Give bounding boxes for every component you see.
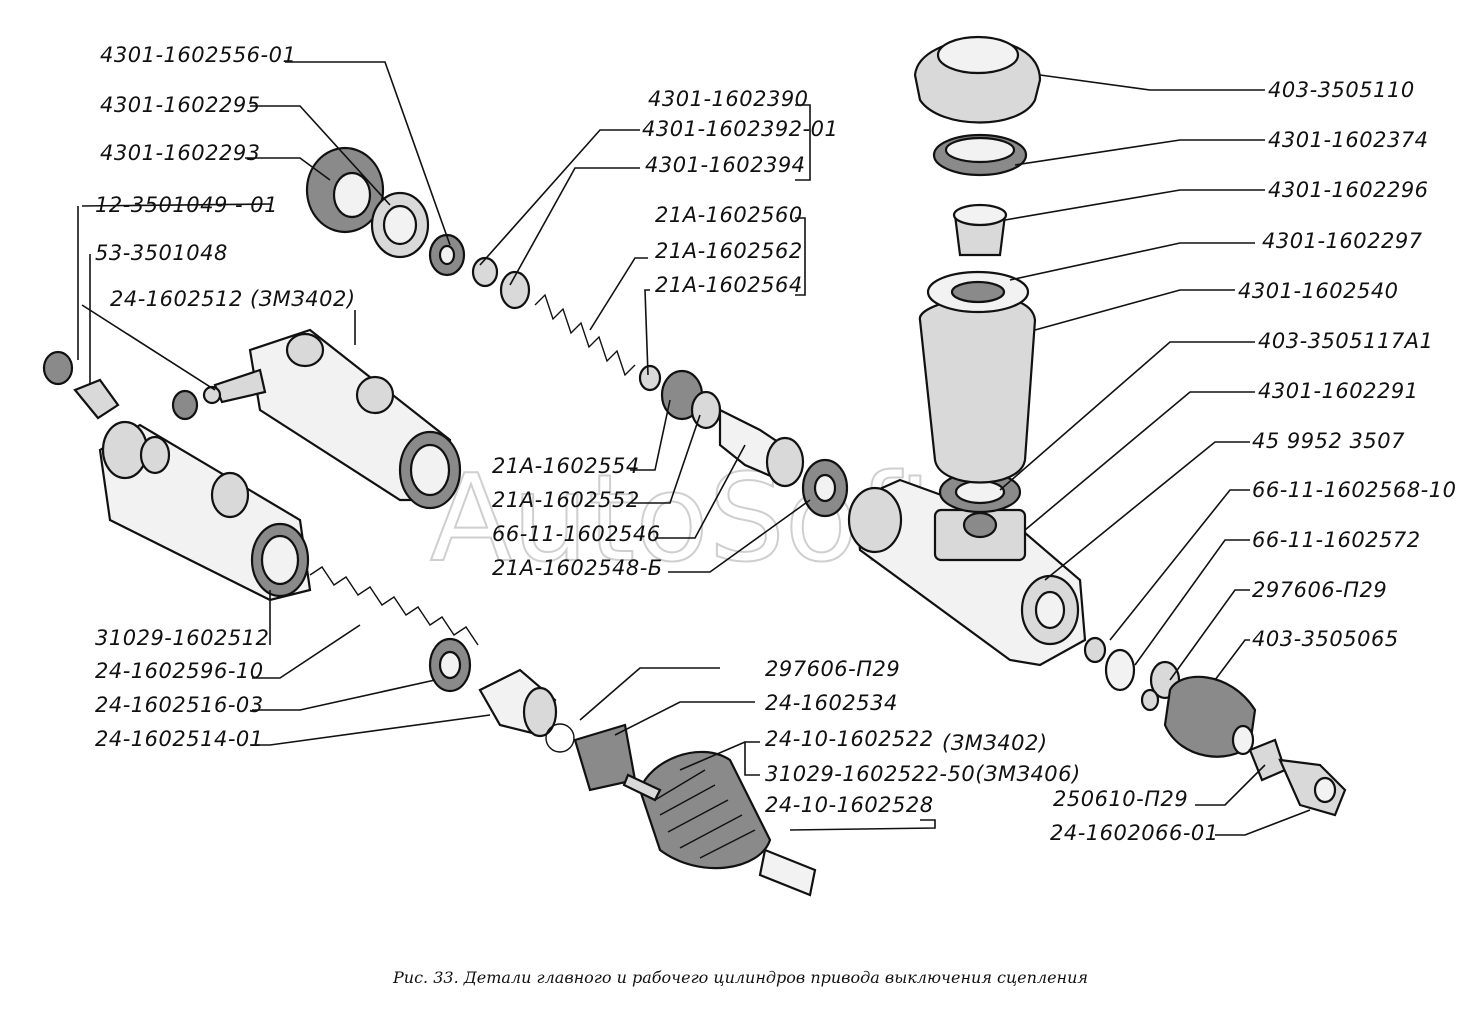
label-24-1602514-01: 24-1602514-01: [95, 727, 264, 751]
label-24-1602516-03: 24-1602516-03: [95, 693, 264, 717]
label-31029-1602522-50: 31029-1602522-50(ЗМЗ406): [765, 762, 1081, 786]
label-403-3505110: 403-3505110: [1268, 78, 1415, 102]
bleed-cap-2: [171, 389, 199, 421]
pusher-washer: [1104, 648, 1136, 692]
label-21a-1602560: 21А-1602560: [655, 203, 803, 227]
label-21a-1602552: 21А-1602552: [492, 488, 640, 512]
bleed-valve: [73, 378, 120, 420]
label-21a-1602548-b: 21А-1602548-Б: [492, 556, 663, 580]
slave-cylinder-zmz402: [202, 328, 462, 510]
label-4301-1602297: 4301-1602297: [1262, 229, 1423, 253]
bleed-cap: [42, 350, 74, 386]
label-4301-1602296: 4301-1602296: [1268, 178, 1429, 202]
part-labels: 4301-1602556-01 4301-1602295 4301-160229…: [95, 43, 1456, 845]
slave-spring: [309, 566, 479, 646]
label-66-11-1602572: 66-11-1602572: [1252, 528, 1421, 552]
label-4301-1602295: 4301-1602295: [100, 93, 261, 117]
label-45-9952-3507: 45 9952 3507: [1252, 429, 1405, 453]
label-24-10-1602522: 24-10-1602522: [765, 727, 934, 751]
label-4301-1602291: 4301-1602291: [1258, 379, 1419, 403]
label-21a-1602562: 21А-1602562: [655, 239, 803, 263]
label-250610-p29: 250610-П29: [1053, 787, 1188, 811]
label-4301-1602392-01: 4301-1602392-01: [642, 117, 838, 141]
label-4301-1602540: 4301-1602540: [1238, 279, 1399, 303]
label-24-1602534: 24-1602534: [765, 691, 898, 715]
dust-boot: [638, 750, 772, 870]
label-403-3505065: 403-3505065: [1252, 627, 1399, 651]
label-4301-1602556-01: 4301-1602556-01: [100, 43, 296, 67]
label-zmz402-note: (ЗМЗ402): [942, 731, 1048, 755]
slave-cylinder-body: [98, 420, 312, 602]
label-4301-1602374: 4301-1602374: [1268, 128, 1429, 152]
label-4301-1602293: 4301-1602293: [100, 141, 261, 165]
label-403-3505117a1: 403-3505117А1: [1258, 329, 1433, 353]
parts-drawing: [42, 35, 1347, 897]
label-297606-p29-right: 297606-П29: [1252, 578, 1387, 602]
label-4301-1602394: 4301-1602394: [645, 153, 806, 177]
label-297606-p29-left: 297606-П29: [765, 657, 900, 681]
label-21a-1602554: 21А-1602554: [492, 454, 640, 478]
label-66-11-1602568-10: 66-11-1602568-10: [1252, 478, 1456, 502]
pusher-rod: [758, 848, 817, 897]
label-12-3501049-01: 12-3501049 - 01: [95, 193, 278, 217]
label-24-1602066-01: 24-1602066-01: [1050, 821, 1219, 845]
reservoir: [918, 295, 1037, 484]
label-24-1602596-10: 24-1602596-10: [95, 659, 264, 683]
label-53-3501048: 53-3501048: [95, 241, 228, 265]
figure-caption: Рис. 33. Детали главного и рабочего цили…: [392, 968, 1088, 987]
label-31029-1602512: 31029-1602512: [95, 626, 269, 650]
label-24-1602512-zmz402: 24-1602512 (ЗМЗ402): [110, 287, 356, 311]
leader-lines: [77, 61, 1311, 836]
label-66-11-1602546: 66-11-1602546: [492, 522, 661, 546]
label-4301-1602390: 4301-1602390: [648, 87, 809, 111]
master-spring: [534, 293, 636, 377]
label-24-10-1602528: 24-10-1602528: [765, 793, 934, 817]
label-21a-1602564: 21А-1602564: [655, 273, 803, 297]
